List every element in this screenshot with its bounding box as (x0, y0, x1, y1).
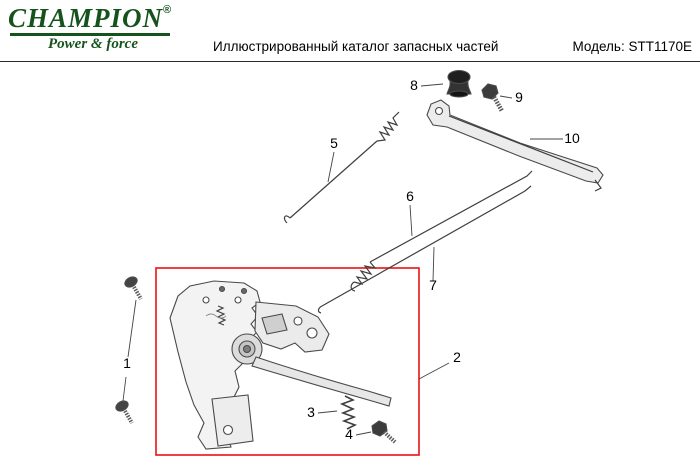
knob-part-8 (446, 69, 472, 98)
wire-hook (283, 215, 291, 224)
leader-line-7 (432, 246, 435, 282)
lever-arm-edge (448, 115, 594, 173)
plate-hole (234, 296, 242, 304)
header: CHAMPION® Power & force Иллюстрированный… (0, 0, 700, 62)
part-label-2: 2 (453, 349, 461, 365)
bottom-tab (211, 394, 254, 447)
bolt-thread (492, 95, 504, 113)
bolt-thread-upper (132, 285, 143, 301)
lever-arm-hole (434, 106, 444, 116)
brand-name: CHAMPION (8, 3, 164, 33)
bottom-tab-hole (222, 424, 234, 436)
part-label-5: 5 (330, 135, 338, 151)
bracket-right-flange (254, 301, 330, 353)
bolt-head-upper (124, 276, 138, 288)
spring-part-3 (339, 395, 358, 430)
flange-hole (306, 327, 318, 339)
internal-spring (215, 305, 227, 326)
parts-diagram: 1 2 3 4 5 6 7 8 9 10 (115, 69, 604, 456)
bolt-head (481, 83, 499, 100)
rod-hook (350, 281, 356, 292)
logo-underline (10, 33, 170, 36)
leader-line-1a (127, 299, 137, 358)
knob-base (449, 90, 469, 98)
flange-hole (293, 316, 303, 326)
rod-wire (317, 185, 532, 314)
bolt-part-4 (371, 420, 397, 444)
part-label-1: 1 (123, 355, 131, 371)
leader-line-6 (409, 204, 413, 237)
bolt-thread-lower (123, 409, 134, 425)
lever-arm-tail (594, 179, 602, 192)
callout-box (155, 267, 420, 456)
leader-line-2 (418, 362, 450, 380)
mounted-block (261, 313, 288, 335)
rod-part-7 (317, 185, 532, 314)
catalog-title: Иллюстрированный каталог запасных частей (213, 39, 499, 54)
spring-link-part-5 (283, 111, 400, 224)
leader-line-9 (499, 95, 513, 99)
knob-skirt (446, 79, 472, 95)
leader-line-1b (122, 376, 127, 402)
cam-axle (242, 344, 252, 354)
leader-line-4 (355, 431, 372, 436)
rod-wire (369, 170, 533, 263)
rod-spring (353, 261, 377, 285)
brand-line: CHAMPION® (8, 4, 188, 32)
champion-logo: CHAMPION® Power & force (8, 4, 188, 52)
part-label-3: 3 (307, 404, 315, 420)
part-label-6: 6 (406, 188, 414, 204)
part-label-8: 8 (410, 77, 418, 93)
plate-hole (202, 296, 210, 304)
rod-part-6 (350, 170, 533, 292)
flange-bolt (240, 287, 248, 295)
part-label-4: 4 (345, 426, 353, 442)
bolt-head-lower (115, 400, 129, 412)
lever-arm-part-10 (426, 99, 604, 192)
leader-line-8 (420, 83, 444, 87)
model-label: Модель: STT1170E (572, 39, 693, 54)
bolt-thread (382, 430, 397, 444)
link-wire (289, 140, 378, 219)
bolts-part-1 (115, 276, 143, 425)
spring-coil (376, 111, 400, 142)
leader-line-5 (327, 151, 335, 183)
leader-line-3 (317, 410, 338, 414)
bolt-part-9 (481, 83, 504, 113)
main-assembly (169, 280, 392, 450)
registered-trademark-icon: ® (163, 4, 172, 16)
part-label-7: 7 (429, 277, 437, 293)
flange-bolt (218, 285, 226, 293)
part-label-9: 9 (515, 89, 523, 105)
bolt-head (371, 420, 388, 437)
knob-cap (447, 69, 471, 85)
brand-tagline: Power & force (48, 35, 138, 52)
control-lever-arm (251, 356, 392, 407)
plate-marking (205, 313, 227, 319)
part-label-10: 10 (564, 130, 580, 146)
